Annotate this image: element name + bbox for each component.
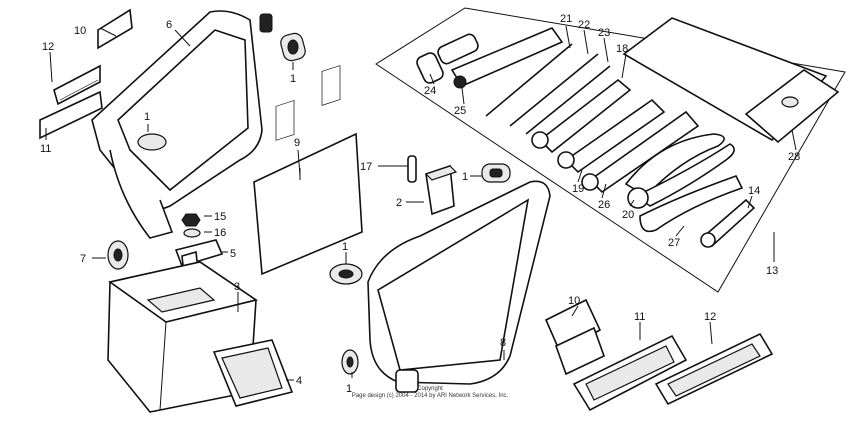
grommet-left [107,240,129,270]
open-end-wrenches [531,78,700,194]
copyright-notice: Copyright Page design (c) 2004 - 2014 by… [300,386,560,400]
callout-12-left: 12 [42,41,54,53]
callout-20: 20 [622,209,634,221]
callout-8: 8 [500,337,506,349]
callout-1-lower: 1 [342,241,348,253]
grommet-lower [329,263,363,375]
callout-10-emblem: 10 [568,295,580,307]
callout-3: 3 [234,281,240,293]
callout-14: 14 [748,185,760,197]
callout-16: 16 [214,227,226,239]
copyright-title: Copyright [417,386,443,392]
callout-26: 26 [598,199,610,211]
callout-27: 27 [668,237,680,249]
spark-plug-wrench [416,27,564,89]
emblem-xl-125-medium [572,334,688,412]
grommet-top [280,32,306,62]
callout-18: 18 [616,43,628,55]
callout-1-top: 1 [290,73,296,85]
tool-kit-outline [375,7,846,293]
callout-7: 7 [80,253,86,265]
callout-4: 4 [296,375,302,387]
holder-and-pin [407,155,458,216]
leader-lines [45,25,797,381]
emblem-xl-125-large [654,332,774,406]
callout-13: 13 [766,265,778,277]
callout-5: 5 [230,248,236,260]
callout-6: 6 [166,19,172,31]
callout-10-left: 10 [74,25,86,37]
right-side-cover [367,180,551,393]
callout-25: 25 [454,105,466,117]
bolt-and-washer [181,213,201,238]
callout-9: 9 [294,137,300,149]
decal-strips-left [39,8,133,140]
callout-1-cover: 1 [144,111,150,123]
callout-11-emblem: 11 [634,311,645,323]
tool-box [107,261,294,413]
callout-24: 24 [424,85,436,97]
air-cleaner-panel [253,65,363,276]
callout-12-emblem: 12 [704,311,716,323]
copyright-text: Page design (c) 2004 - 2014 by ARI Netwo… [351,393,509,399]
callout-21: 21 [560,13,572,25]
callout-labels: 10 12 11 6 1 1 9 15 16 5 7 3 4 17 2 1 1 … [40,13,800,395]
callout-19: 19 [572,183,584,195]
left-side-cover [91,10,273,239]
hook-wrench-and-box-wrench [639,175,756,248]
callout-23: 23 [598,27,610,39]
callout-17: 17 [360,161,372,173]
emblem-xl-125-small [544,298,605,376]
tool-bag [622,17,840,144]
callout-28: 28 [788,151,800,163]
callout-11-left: 11 [40,143,51,155]
grommet-middle [481,163,511,183]
callout-1-middle: 1 [462,171,468,183]
screwdrivers [485,43,611,135]
pliers [624,133,735,209]
callout-1-bottom: 1 [346,383,352,395]
callout-2: 2 [396,197,402,209]
callout-22: 22 [578,19,590,31]
callout-15: 15 [214,211,226,223]
